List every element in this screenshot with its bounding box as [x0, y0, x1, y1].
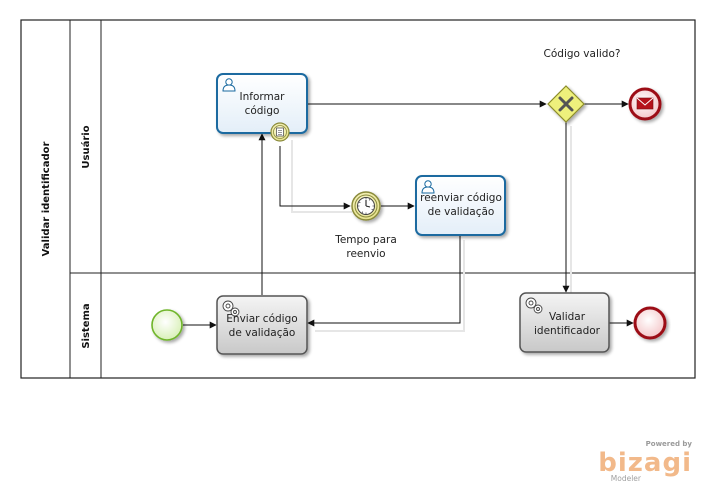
gear-icon	[525, 297, 543, 314]
task-enviar-line2: de validação	[229, 327, 296, 339]
flow-reenviar-to-enviar[interactable]	[307, 236, 461, 327]
modeler-text: Modeler	[611, 474, 642, 483]
lane-label-sistema: Sistema	[81, 303, 92, 348]
end-event[interactable]	[633, 306, 667, 340]
message-event-icon[interactable]	[270, 122, 290, 142]
powered-by-text: Powered by	[646, 440, 693, 448]
task-informar-codigo[interactable]	[216, 73, 308, 134]
task-reenviar-line1: reenviar código	[420, 192, 502, 204]
flow-timer-boundary[interactable]	[279, 146, 351, 210]
bizagi-wordmark: bizagi	[598, 448, 692, 478]
task-enviar-line1: Enviar código	[226, 313, 297, 325]
connector-shadows	[291, 126, 572, 332]
user-icon	[222, 78, 236, 92]
sequence-flows	[183, 100, 634, 329]
task-informar-line1: Informar	[240, 91, 286, 103]
lane-label-usuario: Usuário	[80, 125, 92, 168]
timer-label-line1: Tempo para	[334, 234, 397, 246]
x-icon	[558, 96, 574, 112]
clock-icon[interactable]	[351, 191, 381, 221]
task-reenviar-codigo[interactable]	[415, 175, 506, 236]
timer-label-line2: reenvio	[346, 248, 385, 260]
task-informar-line2: código	[245, 105, 280, 117]
task-reenviar-line2: de validação	[428, 206, 495, 218]
pool-label: Validar identificador	[41, 142, 52, 257]
start-event[interactable]	[151, 309, 183, 341]
gear-icon	[222, 300, 240, 317]
task-validar-line2: identificador	[534, 325, 601, 337]
envelope-icon	[636, 97, 654, 110]
user-icon	[421, 180, 435, 194]
task-validar-line1: Validar	[549, 311, 586, 323]
bizagi-logo: Powered by bizagi Modeler	[598, 440, 692, 483]
task-enviar-codigo[interactable]	[216, 295, 308, 355]
gateway-label: Código valido?	[544, 48, 621, 60]
